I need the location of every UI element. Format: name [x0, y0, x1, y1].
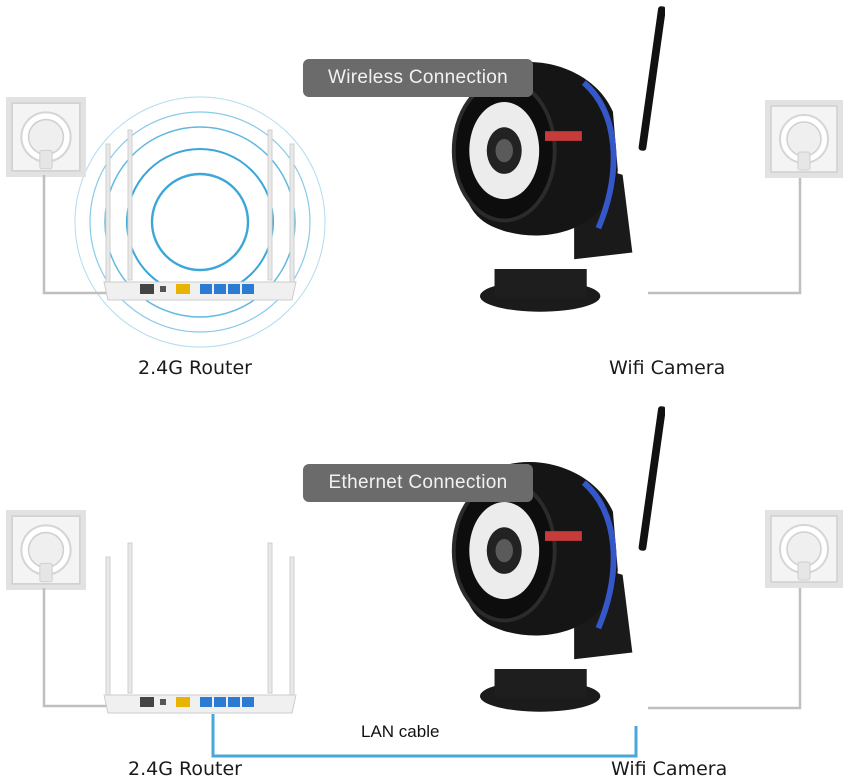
wireless-connection-badge: Wireless Connection: [303, 59, 533, 97]
power-cable: [42, 588, 108, 708]
camera-icon: [454, 406, 666, 712]
power-cable: [648, 178, 802, 295]
power-outlet-icon: [765, 100, 843, 178]
ethernet-section: [6, 406, 843, 758]
power-outlet-icon: [765, 510, 843, 588]
wireless-camera-label: Wifi Camera: [609, 357, 726, 379]
lan-cable: [211, 714, 638, 758]
ethernet-connection-badge: Ethernet Connection: [303, 464, 533, 502]
camera-icon: [454, 6, 666, 312]
power-cable: [648, 588, 802, 710]
power-outlet-icon: [6, 97, 86, 177]
lan-cable-label: LAN cable: [361, 722, 440, 741]
power-outlet-icon: [6, 510, 86, 590]
ethernet-camera-label: Wifi Camera: [611, 758, 728, 780]
ethernet-router-label: 2.4G Router: [128, 758, 242, 780]
wireless-section: [6, 6, 843, 348]
wireless-router-label: 2.4G Router: [138, 357, 252, 379]
wifi-signal-icon: [74, 96, 326, 348]
power-cable: [42, 175, 108, 295]
router-icon: [103, 542, 297, 714]
